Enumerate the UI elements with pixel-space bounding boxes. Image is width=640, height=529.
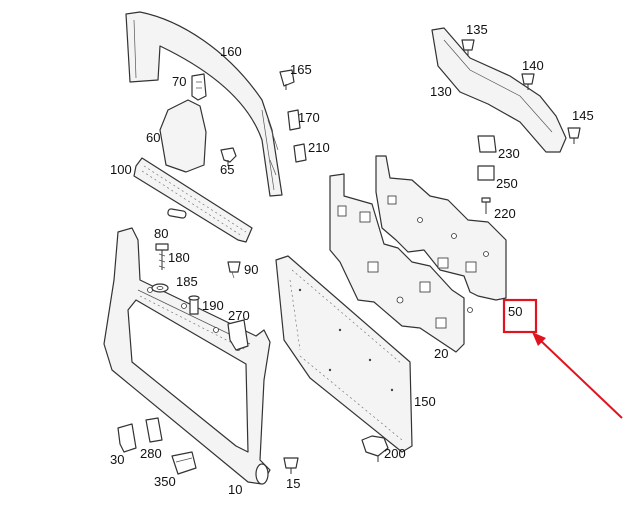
label-50: 50 bbox=[508, 304, 522, 319]
label-280: 280 bbox=[140, 446, 162, 461]
part-65-push-clip bbox=[220, 147, 237, 166]
part-145-clip bbox=[567, 127, 581, 144]
part-165-clip bbox=[279, 69, 295, 90]
part-30-bracket bbox=[117, 423, 137, 453]
part-15-clip bbox=[283, 457, 299, 474]
label-20: 20 bbox=[434, 346, 448, 361]
part-200-fastener bbox=[361, 435, 389, 462]
part-140-clip bbox=[521, 73, 535, 90]
label-250: 250 bbox=[496, 176, 518, 191]
label-180: 180 bbox=[168, 250, 190, 265]
highlight-arrow bbox=[539, 339, 623, 419]
label-90: 90 bbox=[244, 262, 258, 277]
part-10-lower-trim-panel bbox=[103, 227, 271, 485]
label-230: 230 bbox=[498, 146, 520, 161]
part-230-retainer bbox=[477, 135, 497, 153]
part-190-grommet bbox=[188, 295, 200, 315]
label-170: 170 bbox=[298, 110, 320, 125]
part-80-plug bbox=[167, 208, 187, 219]
label-160: 160 bbox=[220, 44, 242, 59]
highlight-box bbox=[502, 298, 538, 334]
part-130-upper-trim bbox=[431, 27, 567, 153]
part-60-insulation-pad bbox=[159, 99, 207, 173]
label-185: 185 bbox=[176, 274, 198, 289]
highlight-arrow-head bbox=[532, 332, 546, 346]
part-90-clip bbox=[227, 261, 241, 279]
label-60: 60 bbox=[146, 130, 160, 145]
part-210-retainer bbox=[293, 143, 307, 163]
label-80: 80 bbox=[154, 226, 168, 241]
part-350-handle bbox=[171, 451, 197, 475]
part-185-washer bbox=[151, 283, 169, 293]
label-100: 100 bbox=[110, 162, 132, 177]
part-50-insulation-sheet bbox=[375, 155, 507, 313]
label-270: 270 bbox=[228, 308, 250, 323]
label-220: 220 bbox=[494, 206, 516, 221]
label-65: 65 bbox=[220, 162, 234, 177]
label-30: 30 bbox=[110, 452, 124, 467]
label-130: 130 bbox=[430, 84, 452, 99]
part-160-pillar-trim bbox=[125, 11, 283, 197]
label-145: 145 bbox=[572, 108, 594, 123]
label-165: 165 bbox=[290, 62, 312, 77]
label-140: 140 bbox=[522, 58, 544, 73]
label-15: 15 bbox=[286, 476, 300, 491]
label-70: 70 bbox=[172, 74, 186, 89]
part-70-clip bbox=[191, 73, 207, 101]
part-250-retainer bbox=[477, 165, 495, 181]
part-280-bracket bbox=[145, 417, 163, 443]
part-20-insulation bbox=[329, 173, 465, 353]
part-150-door-panel bbox=[275, 255, 413, 453]
label-150: 150 bbox=[414, 394, 436, 409]
label-350: 350 bbox=[154, 474, 176, 489]
label-10: 10 bbox=[228, 482, 242, 497]
label-135: 135 bbox=[466, 22, 488, 37]
part-135-clip bbox=[461, 39, 475, 56]
part-170-retainer bbox=[287, 109, 301, 131]
label-210: 210 bbox=[308, 140, 330, 155]
part-270-bracket bbox=[227, 319, 249, 351]
part-220-screw bbox=[481, 197, 491, 214]
part-100-sill-strip bbox=[133, 157, 253, 243]
label-190: 190 bbox=[202, 298, 224, 313]
label-200: 200 bbox=[384, 446, 406, 461]
part-180-screw bbox=[155, 243, 169, 270]
